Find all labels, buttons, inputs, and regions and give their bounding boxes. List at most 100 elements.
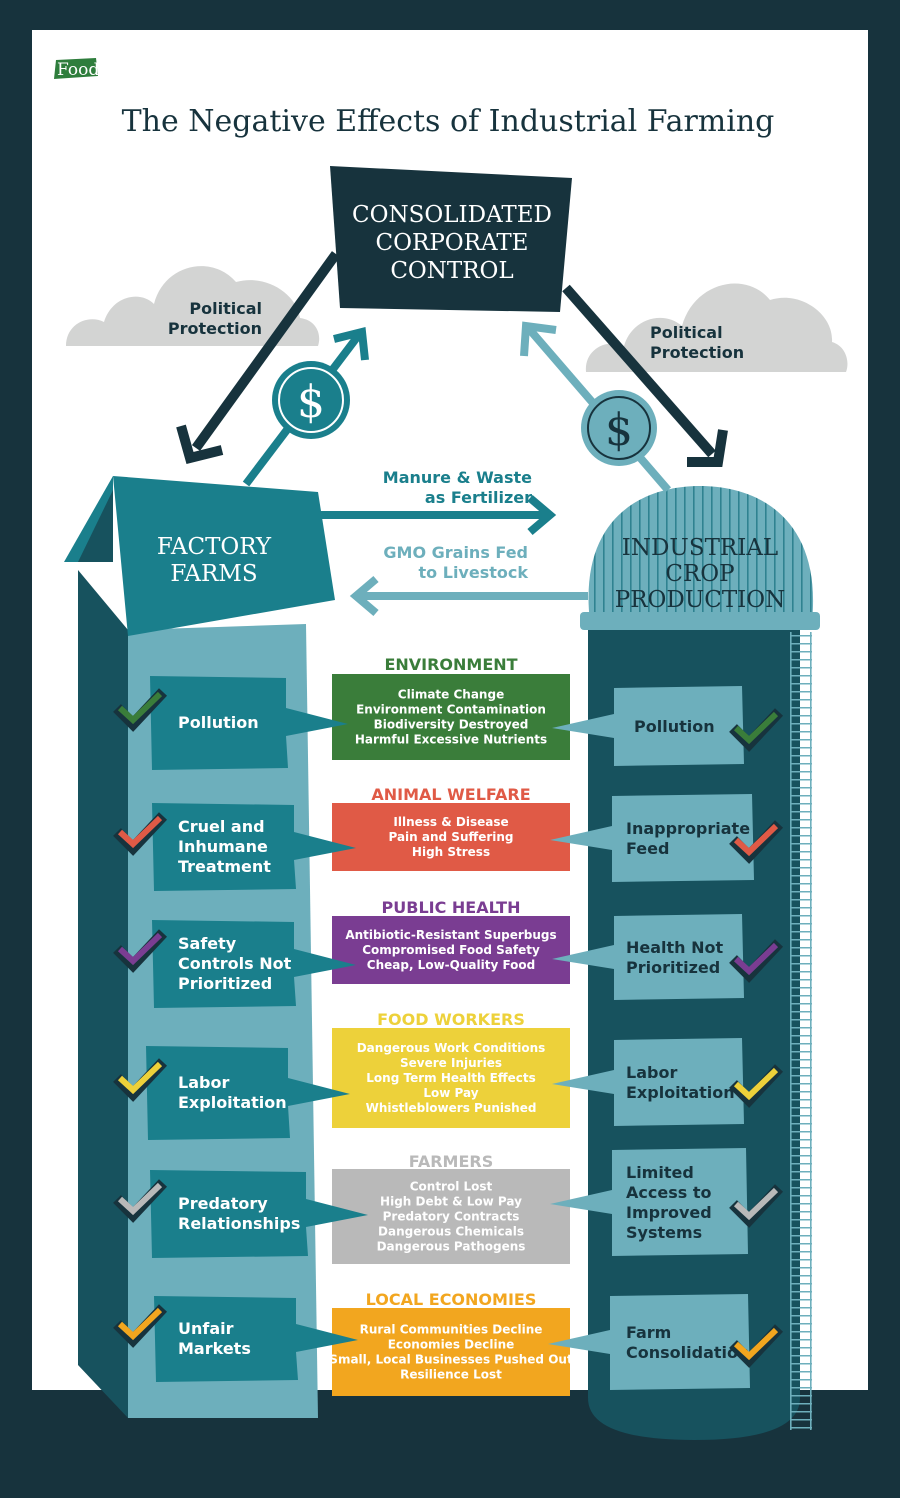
text-line: Resilience Lost (400, 1368, 502, 1382)
text-line: Limited (626, 1163, 694, 1182)
text-line: Illness & Disease (393, 815, 508, 829)
text-line: Labor (626, 1063, 677, 1082)
checkmark-icon (117, 691, 163, 725)
text-line: Compromised Food Safety (362, 943, 540, 957)
text-line: Exploitation (626, 1083, 735, 1102)
category-title: ENVIRONMENT (384, 655, 517, 674)
right-impact-callout (550, 794, 754, 882)
category-title: PUBLIC HEALTH (382, 898, 521, 917)
text-line: Labor (178, 1073, 229, 1092)
category-title: FARMERS (409, 1152, 494, 1171)
right-impact-callout (548, 1294, 750, 1390)
right-impact-callout (552, 914, 744, 1000)
checkmark-icon (117, 932, 163, 966)
left-impact-callout (152, 920, 356, 1008)
text-line: Economies Decline (388, 1338, 515, 1352)
checkmark-icon (733, 711, 779, 745)
checkmark-icon (117, 1182, 163, 1216)
left-impact-callout (152, 803, 356, 891)
text-line: Antibiotic-Resistant Superbugs (345, 928, 556, 942)
text-line: Small, Local Businesses Pushed Out (329, 1353, 573, 1367)
right-impact-callout (552, 686, 744, 766)
text-line: as Fertilizer (425, 488, 532, 507)
text-line: GMO Grains Fed (383, 543, 528, 562)
arrow-gmo-to-factory (349, 575, 588, 617)
text-line: Whistleblowers Punished (366, 1101, 537, 1115)
text-line: Control Lost (410, 1180, 493, 1194)
text-line: Exploitation (178, 1093, 287, 1112)
text-line: Systems (626, 1223, 702, 1242)
text-line: CROP (665, 561, 734, 587)
text-line: FARMS (170, 561, 257, 587)
checkmark-icon (733, 823, 779, 857)
arrow-control-to-factory (176, 251, 341, 465)
text-line: Health Not (626, 938, 724, 957)
text-line: CONSOLIDATED (352, 202, 552, 228)
text-line: Cruel and (178, 817, 265, 836)
text-line: Manure & Waste (383, 468, 532, 487)
text-line: FACTORY (157, 534, 272, 560)
category-title: ANIMAL WELFARE (371, 785, 530, 804)
text-line: Protection (168, 319, 262, 338)
text-line: Farm (626, 1323, 671, 1342)
text-line: Rural Communities Decline (360, 1323, 543, 1337)
right-impact-callout (550, 1148, 748, 1256)
text-line: INDUSTRIAL (622, 535, 778, 561)
text-line: Dangerous Pathogens (377, 1240, 526, 1254)
corporate-control-box (330, 166, 572, 312)
text-line: Prioritized (626, 958, 720, 977)
left-impact-label: Pollution (178, 713, 259, 732)
text-line: Markets (178, 1339, 251, 1358)
checkmark-icon (117, 815, 163, 849)
category-panel (332, 1169, 570, 1264)
category-local-economies: LOCAL ECONOMIES Rural Communities Decline… (113, 1290, 784, 1396)
text-line: Dangerous Work Conditions (357, 1041, 546, 1055)
text-line: Political (189, 299, 262, 318)
text-line: Controls Not (178, 954, 292, 973)
text-line: Harmful Excessive Nutrients (355, 733, 547, 747)
dollar-icon: $ (605, 405, 633, 456)
text-line: Cheap, Low-Quality Food (367, 958, 535, 972)
dollar-coin-right: $ (581, 390, 657, 466)
text-line: Feed (626, 839, 669, 858)
text-line: High Stress (412, 845, 490, 859)
arrow-manure-to-crop (318, 494, 557, 536)
text-line: Long Term Health Effects (366, 1071, 535, 1085)
text-line: CONTROL (390, 258, 513, 284)
text-line: High Debt & Low Pay (380, 1195, 522, 1209)
category-title: FOOD WORKERS (377, 1010, 525, 1029)
arrow-control-to-crop (562, 284, 728, 467)
category-title: LOCAL ECONOMIES (366, 1290, 537, 1309)
text-line: Severe Injuries (400, 1056, 502, 1070)
text-line: Inappropriate (626, 819, 750, 838)
text-line: Relationships (178, 1214, 300, 1233)
text-line: Consolidation (626, 1343, 749, 1362)
checkmark-icon (733, 1187, 779, 1221)
text-line: Protection (650, 343, 744, 362)
foodprint-logo: FoodPrint (54, 58, 142, 80)
dollar-icon: $ (297, 377, 325, 428)
checkmark-icon (117, 1307, 163, 1341)
category-panel (332, 803, 570, 871)
